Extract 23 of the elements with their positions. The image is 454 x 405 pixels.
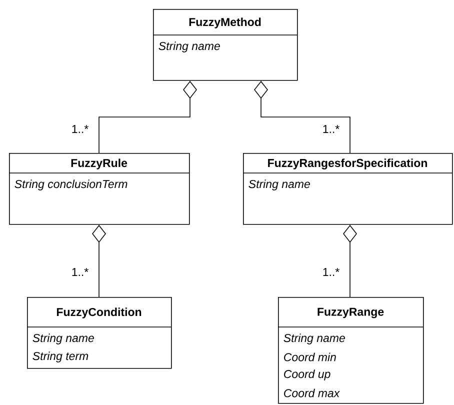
- attribute-text: String conclusionTerm: [14, 180, 128, 190]
- class-name: FuzzyRangesforSpecification: [268, 158, 427, 170]
- class-name: FuzzyMethod: [189, 18, 261, 28]
- class-box: [8, 153, 190, 225]
- attribute-text: String name: [32, 334, 94, 344]
- attribute-text: Coord max: [284, 388, 340, 398]
- attribute-text: Coord min: [284, 352, 336, 362]
- attribute-text: String name: [284, 334, 345, 344]
- attribute-text: String name: [248, 180, 310, 190]
- class-name: FuzzyRange: [318, 308, 384, 318]
- attribute-text: String term: [32, 352, 88, 362]
- class-name: FuzzyRule: [71, 158, 128, 170]
- class-box: [242, 153, 453, 225]
- attribute-text: Coord up: [284, 370, 330, 380]
- multiplicity-label: 1..*: [323, 268, 340, 276]
- multiplicity-label: 1..*: [72, 268, 88, 276]
- class-box: [152, 9, 298, 81]
- attribute-text: String name: [158, 42, 220, 52]
- class-name: FuzzyCondition: [56, 308, 142, 318]
- class-box: [278, 297, 424, 404]
- multiplicity-label: 1..*: [323, 125, 340, 133]
- multiplicity-label: 1..*: [72, 125, 88, 133]
- class-box: [26, 297, 172, 369]
